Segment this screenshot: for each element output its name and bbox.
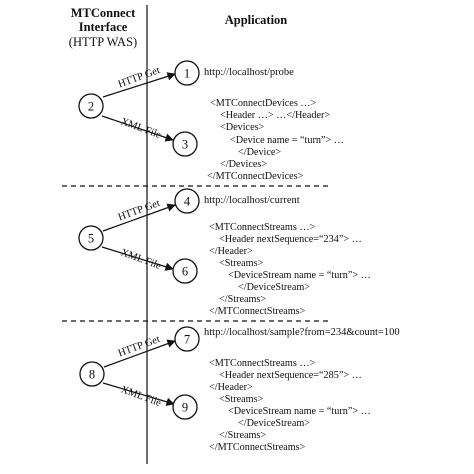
xml-line: <Header nextSequence=“285”> … bbox=[219, 370, 362, 381]
http-get-label: HTTP Get bbox=[117, 334, 162, 359]
node-label: 7 bbox=[184, 333, 190, 347]
xml-file-label: XML File bbox=[119, 116, 162, 141]
xml-line: </MTConnectStreams> bbox=[209, 442, 306, 453]
xml-line: </Streams> bbox=[219, 430, 267, 441]
xml-line: </DeviceStream> bbox=[238, 418, 311, 429]
xml-line: </Header> bbox=[209, 246, 253, 257]
http-get-arrow bbox=[103, 339, 176, 368]
xml-line: </Devices> bbox=[220, 159, 268, 170]
interface-title-line2: Interface bbox=[78, 20, 128, 34]
xml-line: <MTConnectStreams …> bbox=[209, 222, 316, 233]
xml-line: </Streams> bbox=[219, 294, 267, 305]
xml-line: <DeviceStream name = “turn”> … bbox=[228, 270, 371, 281]
xml-line: <Devices> bbox=[220, 122, 265, 133]
xml-file-arrow bbox=[102, 382, 175, 406]
xml-line: <Header nextSequence=“234”> … bbox=[219, 234, 362, 245]
xml-line: </Device> bbox=[238, 147, 282, 158]
xml-line: </Header> bbox=[209, 382, 253, 393]
interface-title-line3: (HTTP WAS) bbox=[68, 35, 138, 49]
xml-file-label: XML File bbox=[119, 384, 162, 409]
node-circle bbox=[174, 60, 200, 86]
node-circle bbox=[78, 93, 104, 119]
request-url: http://localhost/sample?from=234&count=1… bbox=[204, 327, 400, 338]
xml-line: </DeviceStream> bbox=[238, 282, 311, 293]
http-get-arrow bbox=[102, 72, 176, 98]
xml-line: </MTConnectDevices> bbox=[207, 171, 304, 182]
xml-line: <Streams> bbox=[219, 258, 264, 269]
node-label: 2 bbox=[88, 100, 94, 114]
node-circle bbox=[172, 394, 198, 420]
xml-line: </MTConnectStreams> bbox=[209, 306, 306, 317]
node-circle bbox=[172, 258, 198, 284]
node-label: 3 bbox=[182, 138, 188, 152]
node-circle bbox=[174, 188, 200, 214]
node-label: 9 bbox=[182, 401, 188, 415]
interface-title-line1: MTConnect bbox=[70, 6, 136, 20]
node-label: 6 bbox=[182, 265, 188, 279]
node-label: 1 bbox=[184, 67, 190, 81]
node-circle bbox=[79, 361, 105, 387]
http-get-arrow bbox=[102, 203, 176, 232]
xml-line: <Streams> bbox=[219, 394, 264, 405]
xml-line: <Device name = “turn”> … bbox=[230, 135, 344, 146]
xml-line: <MTConnectStreams …> bbox=[209, 358, 316, 369]
xml-line: <DeviceStream name = “turn”> … bbox=[228, 406, 371, 417]
xml-line: <Header …> …</Header> bbox=[220, 110, 331, 121]
xml-file-arrow bbox=[101, 246, 174, 271]
node-circle bbox=[174, 326, 200, 352]
node-circle bbox=[172, 131, 198, 157]
request-url: http://localhost/current bbox=[204, 195, 300, 206]
http-get-label: HTTP Get bbox=[117, 198, 162, 223]
xml-file-arrow bbox=[101, 115, 174, 142]
node-label: 4 bbox=[184, 195, 191, 209]
xml-file-label: XML File bbox=[119, 247, 162, 272]
application-title: Application bbox=[224, 13, 288, 27]
request-url: http://localhost/probe bbox=[204, 67, 294, 78]
node-label: 8 bbox=[89, 368, 95, 382]
node-label: 5 bbox=[88, 232, 94, 246]
http-get-label: HTTP Get bbox=[117, 65, 162, 90]
node-circle bbox=[78, 225, 104, 251]
xml-line: <MTConnectDevices …> bbox=[210, 98, 317, 109]
